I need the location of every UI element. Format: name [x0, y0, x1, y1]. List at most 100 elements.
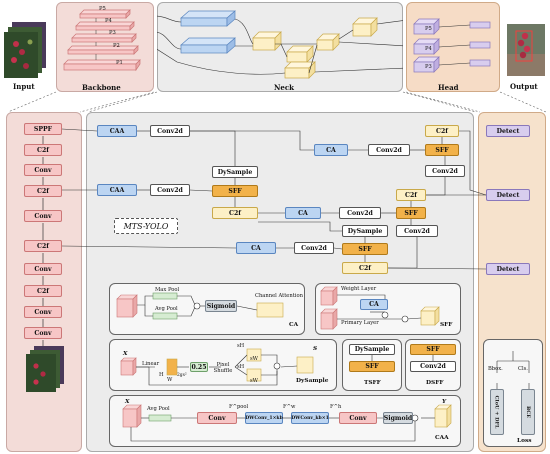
ca-channel-attention: Channel Attention: [255, 293, 303, 299]
loss-bbox: Bbox.: [488, 366, 503, 372]
dysample-sw: sW: [250, 378, 258, 384]
backbone-block-c2f: C2f: [24, 185, 62, 197]
loss-bce-text: BCE: [525, 405, 532, 419]
neck-sff-block: SFF: [396, 207, 426, 219]
neck-c2f-block: C2f: [396, 189, 426, 201]
backbone-stage-p3: P3: [109, 30, 116, 36]
caa-f-pool: F^pool: [229, 404, 249, 410]
neck-ca-block: CA: [285, 207, 321, 219]
sff-module-diagram: [320, 286, 440, 330]
input-image: [4, 22, 46, 78]
caa-module-title: CAA: [435, 435, 449, 441]
neck-c2f-block: C2f: [212, 207, 258, 219]
neck-ca-block: CA: [236, 242, 276, 254]
caa-dwconv-v: DWConv_kb×1: [291, 412, 329, 424]
tsff-arrow: [371, 355, 373, 361]
backbone-block-conv: Conv: [24, 164, 62, 176]
dysample-scale: 0.25: [190, 362, 208, 372]
dysample-sh: sH: [237, 364, 245, 370]
neck-ca-block: CA: [314, 144, 348, 156]
neck-caa-block: CAA: [97, 125, 137, 137]
neck-overview: [157, 10, 403, 79]
mts-yolo-label: MTS-YOLO: [114, 218, 178, 234]
neck-c2f-block: C2f: [425, 125, 459, 137]
head-stage-p5: P5: [425, 26, 432, 32]
tsff-module-title: TSFF: [364, 380, 381, 386]
dysample-sh: sH: [237, 343, 245, 349]
loss-cls: Cls.: [518, 366, 528, 372]
tsff-sff: SFF: [349, 361, 395, 372]
ca-sigmoid: Sigmoid: [205, 300, 237, 312]
backbone-block-c2f: C2f: [24, 144, 62, 156]
detect-block-p5: Detect: [486, 125, 530, 137]
backbone-stage-p2: P2: [113, 43, 120, 49]
detect-block-p4: Detect: [486, 189, 530, 201]
loss-ciou-dfl-text: CIoU + DFL: [494, 395, 500, 429]
detect-block-p3: Detect: [486, 263, 530, 275]
backbone-stage-p1: P1: [116, 60, 123, 66]
dysample-2gs2: 2gs²: [177, 373, 187, 378]
neck-conv2d-block: Conv2d: [339, 207, 381, 219]
backbone-stage-p4: P4: [105, 18, 112, 24]
neck-conv2d-block: Conv2d: [294, 242, 334, 254]
dysample-pixel-shuffle: Pixel Shuffle: [213, 362, 233, 374]
backbone-overview: [63, 9, 141, 72]
output-image: [507, 24, 545, 76]
dashed-connectors: [7, 91, 547, 113]
loss-diagram: [496, 351, 530, 389]
dysample-w: W: [167, 377, 173, 383]
ca-avg-pool: Avg Pool: [155, 306, 178, 312]
neck-connections: [61, 128, 487, 270]
backbone-block-conv: Conv: [24, 263, 62, 275]
backbone-block-conv: Conv: [24, 327, 62, 339]
neck-conv2d-block: Conv2d: [150, 125, 190, 137]
neck-c2f-block: C2f: [342, 262, 388, 274]
dsff-conv2d: Conv2d: [410, 361, 456, 372]
head-overview: [413, 18, 491, 73]
sff-ca-block: CA: [360, 299, 388, 310]
backbone-input-image: [26, 346, 64, 392]
backbone-stage-p5: P5: [99, 6, 106, 12]
dsff-module-title: DSFF: [426, 380, 444, 386]
caa-f-w: F^w: [283, 404, 296, 410]
backbone-arrows: [42, 136, 44, 346]
caa-conv: Conv: [197, 412, 237, 424]
neck-conv2d-block: Conv2d: [425, 165, 465, 177]
caa-module-diagram: [122, 404, 452, 442]
dysample-module-title: DySample: [296, 378, 329, 384]
neck-title: Neck: [274, 83, 294, 92]
loss-ciou-dfl: CIoU + DFL: [490, 389, 504, 435]
dysample-module-diagram: [120, 348, 314, 386]
caa-sigmoid: Sigmoid: [383, 412, 413, 424]
sff-weight-layer: Weight Layer: [341, 286, 377, 292]
input-label: Input: [13, 82, 35, 91]
loss-module-title: Loss: [517, 438, 532, 444]
backbone-block-conv: Conv: [24, 210, 62, 222]
output-label: Output: [510, 82, 538, 91]
caa-conv2: Conv: [339, 412, 377, 424]
backbone-title: Backbone: [82, 83, 121, 92]
neck-sff-block: SFF: [342, 243, 388, 255]
neck-sff-block: SFF: [425, 144, 459, 156]
head-stage-p4: P4: [425, 46, 432, 52]
dsff-arrow: [432, 355, 434, 361]
caa-avg-pool: Avg Pool: [147, 406, 170, 412]
ca-module-diagram: [116, 292, 284, 320]
neck-sff-block: SFF: [212, 185, 258, 197]
caa-x: X: [125, 399, 130, 405]
mts-yolo-text: MTS-YOLO: [123, 221, 169, 231]
backbone-block-conv: Conv: [24, 306, 62, 318]
neck-dysample-block: DySample: [212, 166, 258, 178]
dysample-linear: Linear: [142, 361, 160, 367]
neck-dysample-block: DySample: [342, 225, 388, 237]
neck-conv2d-block: Conv2d: [396, 225, 438, 237]
neck-caa-block: CAA: [97, 184, 137, 196]
dysample-sw: sW: [250, 356, 258, 362]
dysample-x: X: [123, 351, 128, 357]
caa-f-h: F^h: [330, 404, 342, 410]
caa-y: Y: [442, 399, 447, 405]
tsff-dysample: DySample: [349, 344, 395, 355]
sff-module-title: SFF: [440, 322, 453, 328]
ca-max-pool: Max Pool: [155, 287, 180, 293]
